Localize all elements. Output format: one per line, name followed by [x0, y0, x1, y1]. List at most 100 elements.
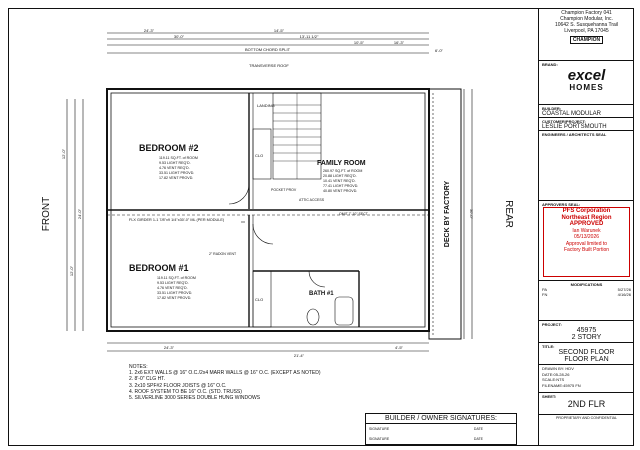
bedroom2-spec-line: 9.53 LIGHT REQ'D. [159, 161, 191, 165]
family-spec-line: 10.41 VENT REQ'D. [323, 179, 356, 183]
project-type: 2 STORY [571, 334, 602, 341]
modifications-cell: MODIFICATIONS PA 5/27/26 FN 4/16/26 [539, 281, 634, 321]
front-label: FRONT [41, 197, 52, 231]
drawing-sheet: FRONT REAR BEDROOM #2 BEDROOM #1 FAMILY … [8, 8, 634, 446]
brand-cell: BRAND: excel HOMES [539, 61, 634, 105]
date-label: DATE [473, 437, 483, 441]
bedroom2-spec-line: 17.82 VENT PROVD. [159, 176, 193, 180]
title-block: Champion Factory 041 Champion Modular, I… [538, 9, 634, 445]
rear-label: REAR [503, 200, 514, 228]
brand-label: BRAND: [542, 62, 558, 67]
brand-sub: HOMES [569, 83, 604, 92]
pocket-label: POCKET PROV [271, 188, 297, 192]
title-label: TITLE: [542, 344, 555, 349]
note-item: 1. 2x6 EXT WALLS @ 16" O.C./2x4 MARR WAL… [129, 370, 321, 377]
bedroom2-spec-line: 4.76 VENT REQ'D. [159, 166, 190, 170]
dimension-bottom: 24'-3" [164, 345, 175, 350]
dimension-left: 24'-0" [77, 208, 82, 219]
dimension-top: 6'-0" [435, 48, 444, 53]
note-item: 3. 2x10 SPF#2 FLOOR JOISTS @ 16" O.C. [129, 382, 227, 389]
brand-logo: excel [567, 67, 606, 84]
sheet-cell: SHEET: 2ND FLR [539, 393, 634, 415]
landing-label: LANDING [257, 103, 275, 108]
drawing-date: DATE:05-28-26 [542, 371, 570, 377]
customer-label: CUSTOMER/PROJECT: [542, 119, 586, 124]
dimension-top: 24'-3" [144, 28, 155, 33]
closet-label-1: CLO [255, 153, 263, 158]
attic-label: ATTIC ACCESS [299, 198, 325, 202]
company-line: Champion Modular, Inc. [560, 16, 613, 22]
drawing-title: SECOND FLOOR [558, 349, 615, 356]
general-notes: NOTES: 1. 2x6 EXT WALLS @ 16" O.C./2x4 M… [129, 364, 321, 401]
mods-label: MODIFICATIONS [570, 282, 603, 287]
dimension-top: 30'-0" [174, 34, 185, 39]
engineers-seal-cell: ENGINEERS / ARCHITECTS SEAL [539, 131, 634, 201]
drawing-filename: FILENAME:45975 FN [542, 382, 581, 388]
customer-name: LESLIE PORTSMOUTH [542, 124, 607, 130]
stamp-line: APPROVED [569, 221, 604, 227]
company-line: Liverpool, PA 17045 [564, 28, 609, 34]
builder-cell: BUILDER: COASTAL MODULAR [539, 105, 634, 118]
bedroom1-name: BEDROOM #1 [129, 263, 189, 273]
customer-cell: CUSTOMER/PROJECT: LESLIE PORTSMOUTH [539, 118, 634, 131]
stamp-line: Factory Built Portion [563, 247, 610, 253]
drawn-by: DRAWN BY: HDV [542, 366, 574, 371]
company-info: Champion Factory 041 Champion Modular, I… [539, 9, 634, 61]
stamp-line: 05/13/2026 [573, 234, 600, 240]
bedroom1-spec-line: 33.51 LIGHT PROVD. [157, 291, 192, 295]
dimension-top: 10'-5" [354, 40, 365, 45]
note-item: 4. ROOF SYSTEM TO BE 16" O.C. (STD. TRUS… [129, 388, 242, 395]
bedroom2-name: BEDROOM #2 [139, 143, 199, 153]
engineers-label: ENGINEERS / ARCHITECTS SEAL [542, 132, 607, 137]
family-spec-line: 77.41 LIGHT PROVD. [323, 184, 358, 188]
family-spec-line: 20.88 LIGHT REQ'D. [323, 174, 357, 178]
proprietary-footer: PROPRIETARY AND CONFIDENTIAL [555, 416, 618, 420]
project-label: PROJECT: [542, 322, 562, 327]
floor-plan-area: FRONT REAR BEDROOM #2 BEDROOM #1 FAMILY … [9, 9, 537, 445]
bedroom2-spec-line: 119.11 SQ.FT. of ROOM [159, 156, 198, 160]
signature-label: SIGNATURE [369, 427, 390, 431]
dimension-right: 30'-0" [469, 209, 474, 220]
drawing-info-cell: DRAWN BY: HDV DATE:05-28-26 SCALE:NTS FI… [539, 365, 634, 393]
stamp-line: PFS Corporation [562, 208, 611, 214]
approvers-label: APPROVERS SEAL: [542, 202, 581, 207]
drawing-title: FLOOR PLAN [564, 356, 609, 363]
builder-name: COASTAL MODULAR [542, 111, 602, 117]
dimension-top: 16'-3" [394, 40, 405, 45]
signature-heading: BUILDER / OWNER SIGNATURES: [366, 414, 516, 424]
company-line: 10642 S. Susquehanna Trail [554, 22, 619, 28]
bath-name: BATH #1 [309, 291, 334, 297]
bedroom1-spec-line: 4.76 VENT REQ'D. [157, 286, 188, 290]
approval-stamp: PFS Corporation Northeast Region APPROVE… [543, 207, 630, 277]
floor-plan-drawing: FRONT REAR BEDROOM #2 BEDROOM #1 FAMILY … [41, 28, 514, 358]
dimension-bottom: 21'-4" [294, 353, 305, 358]
family-spec-line: 40.80 VENT PROVD. [323, 189, 357, 193]
transverse-roof-label: TRANSVERSE ROOF [249, 63, 289, 68]
note-item: 2. 8'-0" CLG HT. [129, 376, 166, 383]
mod-date: 4/16/26 [617, 292, 631, 297]
company-line: Champion Factory 041 [561, 10, 612, 16]
mod-code: PA [542, 287, 548, 292]
stamp-line: Northeast Region [561, 214, 612, 221]
omit-label: OMIT 7'-10" SECT [339, 212, 369, 216]
bedroom1-spec-line: 9.53 LIGHT REQ'D. [157, 281, 189, 285]
sheet-number: 2ND FLR [567, 399, 606, 409]
note-item: 5. SILVERLINE 3000 SERIES DOUBLE HUNG WI… [129, 395, 261, 402]
closet-label-2: CLO [255, 297, 263, 302]
bedroom1-spec-line: 17.82 VENT PROVD. [157, 296, 191, 300]
dimension-left: 12'-0" [69, 265, 74, 276]
champion-logo: CHAMPION [569, 36, 604, 44]
signature-box: BUILDER / OWNER SIGNATURES: SIGNATURE DA… [365, 413, 517, 445]
sheet-label: SHEET: [542, 394, 557, 399]
dimension-bottom: 4'-5" [395, 345, 404, 350]
approvers-seal-cell: APPROVERS SEAL: PFS Corporation Northeas… [539, 201, 634, 281]
title-cell: TITLE: SECOND FLOOR FLOOR PLAN [539, 343, 634, 365]
project-number: 45975 [576, 327, 597, 334]
date-label: DATE [473, 427, 483, 431]
stamp-line: Approval limited to [565, 240, 608, 247]
bottom-chord-label: BOTTOM CHORD SPLIT [245, 47, 291, 52]
project-cell: PROJECT: 45975 2 STORY [539, 321, 634, 343]
radon-label: 2" RADON VENT [209, 252, 237, 256]
flx-girder-label: FLX GIRDER 1-1 7/8"x9 1/4"x30'-0" ML (PE… [129, 218, 225, 222]
dimension-left: 12'-0" [61, 148, 66, 159]
